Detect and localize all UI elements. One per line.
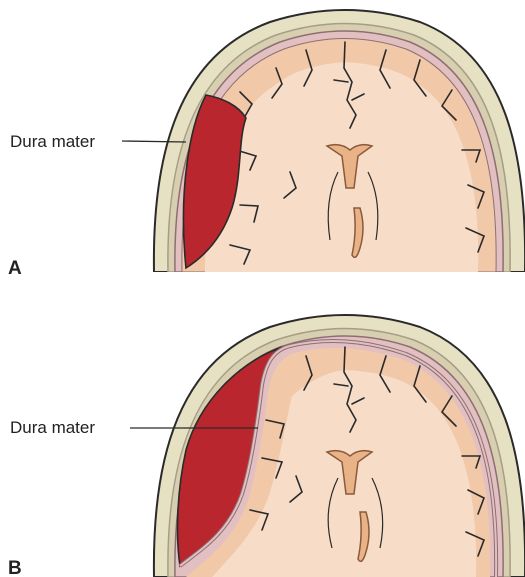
panel-b bbox=[130, 315, 525, 577]
dura-mater-label-a: Dura mater bbox=[10, 132, 95, 151]
panel-letter-b: B bbox=[8, 558, 22, 577]
panel-a bbox=[122, 10, 525, 272]
dura-mater-label-b: Dura mater bbox=[10, 418, 95, 437]
panel-letter-a: A bbox=[8, 258, 22, 279]
